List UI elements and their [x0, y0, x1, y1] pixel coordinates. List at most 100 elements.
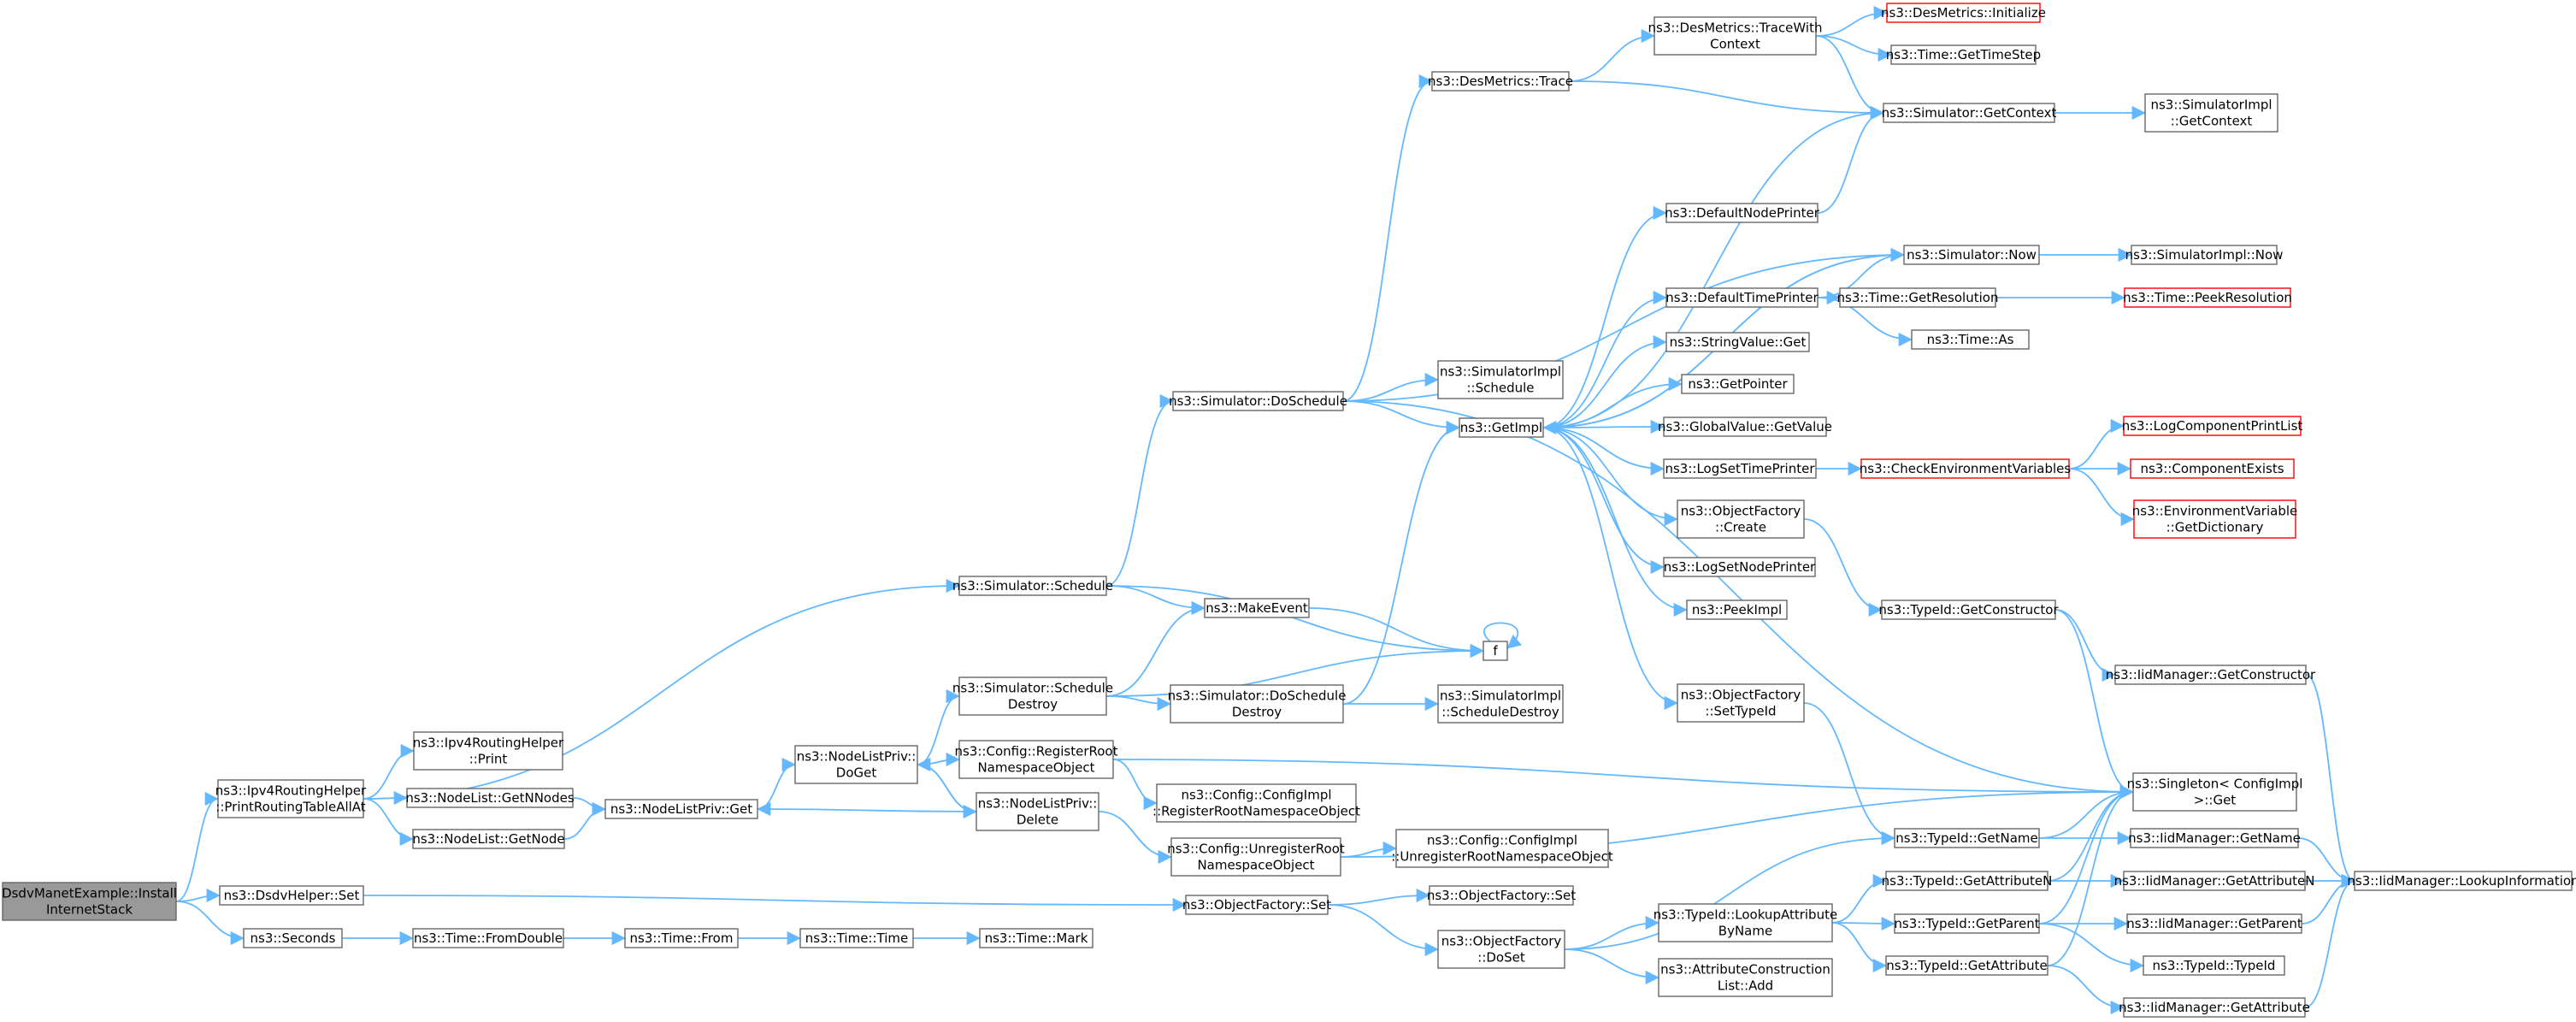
node-getimpl[interactable]: ns3::GetImpl: [1459, 417, 1544, 438]
node-objfactory-doset[interactable]: ns3::ObjectFactory::DoSet: [1437, 930, 1565, 969]
node-iid-getctor[interactable]: ns3::IidManager::GetConstructor: [2106, 665, 2316, 685]
node-time-mark[interactable]: ns3::Time::Mark: [979, 928, 1093, 948]
node-typeid-getname[interactable]: ns3::TypeId::GetName: [1894, 828, 2040, 848]
edge-typeid-getname-to-singleton-get: [2038, 784, 2134, 839]
edge-sim-schedule-to-makeevent: [1105, 585, 1205, 616]
node-logsettimeprinter[interactable]: ns3::LogSetTimePrinter: [1663, 458, 1817, 479]
node-des-init[interactable]: ns3::DesMetrics::Initialize: [1881, 3, 2046, 23]
node-label: ::ScheduleDestroy: [1441, 705, 1559, 720]
node-time-gettimestep[interactable]: ns3::Time::GetTimeStep: [1886, 44, 2041, 65]
node-objfactory-create[interactable]: ns3::ObjectFactory::Create: [1677, 499, 1805, 539]
node-sim-now[interactable]: ns3::Simulator::Now: [1903, 245, 2040, 265]
node-iid-getattr[interactable]: ns3::IidManager::GetAttribute: [2119, 997, 2310, 1018]
node-time-getres[interactable]: ns3::Time::GetResolution: [1837, 287, 1999, 308]
node-box: [1170, 837, 1341, 877]
node-label: ns3::TypeId::GetAttribute: [1886, 958, 2047, 973]
node-typeid-typeid[interactable]: ns3::TypeId::TypeId: [2143, 955, 2285, 976]
node-ipv4-print[interactable]: ns3::Ipv4RoutingHelper::Print: [413, 731, 564, 771]
node-nlp-doget[interactable]: ns3::NodeListPriv::DoGet: [794, 745, 918, 784]
node-simimpl-sched-destroy[interactable]: ns3::SimulatorImpl::ScheduleDestroy: [1437, 684, 1564, 724]
node-typeid-getattr[interactable]: ns3::TypeId::GetAttribute: [1885, 955, 2048, 976]
node-label: ns3::MakeEvent: [1205, 600, 1308, 616]
node-getpointer[interactable]: ns3::GetPointer: [1681, 374, 1795, 394]
node-logsetnodeprinter[interactable]: ns3::LogSetNodePrinter: [1663, 557, 1816, 577]
edge-objfactory-set-to-objfactory-doset: [1327, 904, 1439, 957]
node-defnodeprinter[interactable]: ns3::DefaultNodePrinter: [1665, 203, 1820, 223]
node-time-from[interactable]: ns3::Time::From: [624, 928, 739, 948]
node-makeevent[interactable]: ns3::MakeEvent: [1204, 598, 1310, 618]
node-label: ns3::SimulatorImpl::Now: [2125, 247, 2284, 263]
node-stringvalue-get[interactable]: ns3::StringValue::Get: [1665, 332, 1810, 352]
node-simimpl-schedule[interactable]: ns3::SimulatorImpl::Schedule: [1437, 360, 1564, 399]
node-dsdv-set[interactable]: ns3::DsdvHelper::Set: [219, 885, 364, 906]
node-des-trace[interactable]: ns3::DesMetrics::Trace: [1428, 71, 1573, 92]
node-checkenv[interactable]: ns3::CheckEnvironmentVariables: [1860, 458, 2072, 479]
node-label: ns3::DefaultTimePrinter: [1665, 290, 1819, 305]
node-singleton-get[interactable]: ns3::Singleton< ConfigImpl >::Get: [2127, 772, 2303, 812]
node-globalvalue-getvalue[interactable]: ns3::GlobalValue::GetValue: [1658, 416, 1832, 437]
node-sim-doschedule[interactable]: ns3::Simulator::DoSchedule: [1169, 391, 1347, 411]
node-time-peekres[interactable]: ns3::Time::PeekResolution: [2123, 287, 2292, 308]
node-label: ::Schedule: [1466, 381, 1534, 396]
node-seconds[interactable]: ns3::Seconds: [243, 928, 343, 948]
node-box: [412, 928, 564, 948]
node-time-fromdouble[interactable]: ns3::Time::FromDouble: [412, 928, 564, 948]
node-iid-getname[interactable]: ns3::IidManager::GetName: [2128, 828, 2301, 848]
node-box: [1903, 245, 2040, 265]
node-objfactory-settypeid[interactable]: ns3::ObjectFactory::SetTypeId: [1677, 683, 1805, 723]
node-box: [1658, 903, 1833, 942]
node-iid-lookupinfo[interactable]: ns3::IidManager::LookupInformation: [2347, 871, 2576, 891]
node-time-as[interactable]: ns3::Time::As: [1911, 329, 2030, 350]
node-compexists[interactable]: ns3::ComponentExists: [2130, 458, 2295, 479]
node-cfgimpl-unreg[interactable]: ns3::Config::ConfigImpl::UnregisterRootN…: [1391, 829, 1613, 868]
node-nlp-delete[interactable]: ns3::NodeListPriv::Delete: [976, 792, 1099, 831]
node-logcompprintlist[interactable]: ns3::LogComponentPrintList: [2122, 416, 2303, 436]
node-typeid-getparent[interactable]: ns3::TypeId::GetParent: [1894, 913, 2040, 934]
node-print-all[interactable]: ns3::Ipv4RoutingHelper::PrintRoutingTabl…: [215, 779, 367, 818]
node-envvar-getdict[interactable]: ns3::EnvironmentVariable::GetDictionary: [2132, 499, 2297, 539]
node-box: [1890, 44, 2037, 65]
edge-getimpl-to-objfactory-create: [1542, 427, 1678, 527]
node-objfactory-set[interactable]: ns3::ObjectFactory::Set: [1182, 895, 1331, 915]
edge-objfactory-create-to-typeid-getctor: [1803, 518, 1883, 617]
edge-getnode-to-nlp-get: [563, 801, 606, 840]
node-typeid-getctor[interactable]: ns3::TypeId::GetConstructor: [1878, 600, 2059, 620]
node-getnode[interactable]: ns3::NodeList::GetNode: [412, 829, 565, 849]
node-cfg-regroot[interactable]: ns3::Config::RegisterRootNamespaceObject: [955, 740, 1118, 779]
edge-objfactory-doset-to-typeid-getname: [1564, 830, 1895, 950]
node-simimpl-getcontext[interactable]: ns3::SimulatorImpl::GetContext: [2144, 93, 2278, 133]
node-nlp-get[interactable]: ns3::NodeListPriv::Get: [604, 799, 758, 819]
node-simimpl-now[interactable]: ns3::SimulatorImpl::Now: [2125, 245, 2284, 265]
node-box: [1883, 103, 2055, 123]
node-f[interactable]: f: [1483, 641, 1508, 661]
node-label: ns3::SimulatorImpl: [1440, 364, 1561, 380]
node-getnnodes[interactable]: ns3::NodeList::GetNNodes: [405, 788, 575, 808]
node-time-time[interactable]: ns3::Time::Time: [799, 928, 914, 948]
node-label: ns3::Config::ConfigImpl: [1427, 833, 1577, 848]
edge-nlp-delete-to-cfg-unreg: [1098, 811, 1172, 865]
node-label: ns3::NodeListPriv::Get: [610, 801, 752, 817]
node-objfactory-set2[interactable]: ns3::ObjectFactory::Set: [1427, 885, 1576, 906]
node-typeid-getattrn[interactable]: ns3::TypeId::GetAttributeN: [1882, 871, 2053, 891]
node-iid-getparent[interactable]: ns3::IidManager::GetParent: [2126, 913, 2302, 934]
node-cfgimpl-reg[interactable]: ns3::Config::ConfigImpl::RegisterRootNam…: [1152, 783, 1360, 823]
edge-typeid-getctor-to-iid-getctor: [2054, 609, 2116, 682]
node-box: [1677, 499, 1805, 539]
node-sim-schedule[interactable]: ns3::Simulator::Schedule: [952, 576, 1113, 596]
node-box: [2126, 913, 2302, 934]
node-iid-getattrn[interactable]: ns3::IidManager::GetAttributeN: [2114, 871, 2315, 891]
node-deftimeprinter[interactable]: ns3::DefaultTimePrinter: [1665, 287, 1819, 308]
node-box: [2, 882, 177, 921]
edge-getimpl-to-logsettimeprinter: [1542, 427, 1665, 476]
node-sim-getcontext[interactable]: ns3::Simulator::GetContext: [1882, 103, 2057, 123]
node-box: [243, 928, 343, 948]
node-peekimpl[interactable]: ns3::PeekImpl: [1686, 600, 1788, 620]
node-cfg-unreg[interactable]: ns3::Config::UnregisterRootNamespaceObje…: [1167, 837, 1345, 877]
node-box: [979, 928, 1093, 948]
node-sched-destroy[interactable]: ns3::Simulator::ScheduleDestroy: [952, 676, 1113, 716]
